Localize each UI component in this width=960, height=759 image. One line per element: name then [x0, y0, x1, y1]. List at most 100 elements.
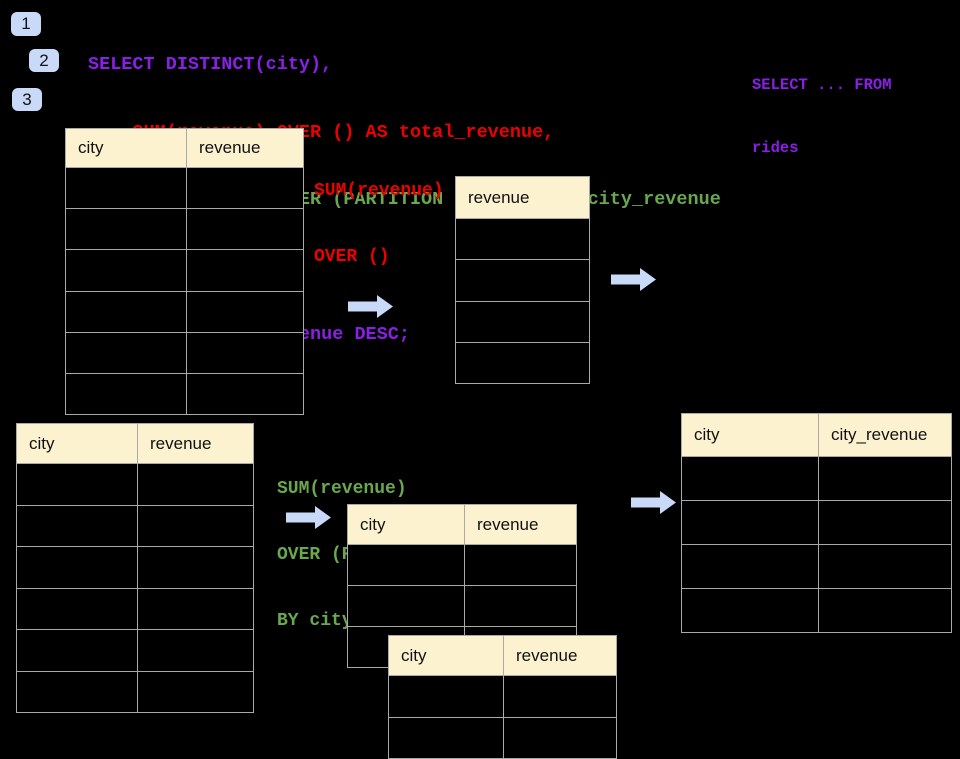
table-cell	[66, 168, 186, 208]
table-cell	[186, 373, 303, 415]
table-cell	[682, 457, 818, 500]
table-row	[682, 589, 951, 632]
table-cell	[137, 671, 253, 712]
table-cell	[66, 292, 186, 332]
column-header-revenue: revenue	[186, 129, 303, 167]
table-row	[17, 547, 253, 589]
column-header-revenue: revenue	[137, 424, 253, 463]
table-total-result: revenue	[455, 176, 590, 384]
table-cell	[17, 672, 137, 713]
label-sum-over-total: SUM(revenue) OVER ()	[314, 136, 444, 290]
table-cell	[818, 589, 951, 632]
label-total-line-2: OVER ()	[314, 247, 390, 267]
table-source-top-header: city revenue	[66, 129, 303, 168]
table-source-bottom-header: city revenue	[17, 424, 253, 464]
table-cell	[186, 209, 303, 250]
table-row	[456, 343, 589, 383]
table-cell	[389, 676, 503, 717]
table-row	[66, 291, 303, 333]
table-row	[17, 671, 253, 713]
table-cell	[503, 717, 616, 758]
table-cell	[137, 464, 253, 505]
table-cell	[818, 457, 951, 500]
table-partition-group-b: city revenue	[388, 635, 617, 759]
slide-canvas: { "colors": { "background": "#000000", "…	[11, 12, 952, 759]
step-badge-2: 2	[29, 49, 59, 72]
table-cell	[186, 168, 303, 209]
table-row	[17, 588, 253, 630]
table-cell	[456, 343, 589, 383]
table-cell	[186, 332, 303, 373]
side-note-line-2: rides	[752, 139, 799, 157]
table-row	[66, 250, 303, 292]
table-cell	[66, 250, 186, 290]
table-cell	[137, 505, 253, 546]
table-final-result-body	[682, 457, 951, 632]
table-cell	[348, 586, 464, 626]
table-cell	[137, 588, 253, 629]
table-cell	[186, 250, 303, 291]
table-cell	[66, 209, 186, 249]
table-row	[682, 545, 951, 589]
table-cell	[464, 545, 576, 585]
table-source-bottom-body	[17, 464, 253, 712]
column-header-revenue: revenue	[468, 187, 530, 207]
column-header-city: city	[401, 645, 427, 665]
step-badge-1: 1	[11, 12, 41, 36]
column-header-city: city	[694, 425, 720, 444]
table-row	[17, 630, 253, 672]
table-row	[66, 373, 303, 415]
table-cell	[66, 333, 186, 373]
table-cell	[66, 374, 186, 414]
table-cell	[348, 545, 464, 585]
table-cell	[818, 545, 951, 588]
side-note: SELECT ... FROM rides	[752, 33, 892, 180]
table-row	[682, 457, 951, 501]
table-final-result-header: city city_revenue	[682, 414, 951, 457]
table-row	[682, 501, 951, 545]
table-source-bottom: city revenue	[16, 423, 254, 713]
table-cell	[456, 260, 589, 300]
table-row	[456, 260, 589, 302]
label-total-line-1: SUM(revenue)	[314, 181, 444, 201]
table-cell	[682, 589, 818, 632]
table-cell	[503, 676, 616, 717]
table-total-result-header: revenue	[456, 177, 589, 219]
table-row	[348, 545, 576, 586]
sql-line-select: SELECT DISTINCT(city),	[88, 54, 333, 75]
column-header-city: city	[360, 514, 386, 534]
table-cell	[137, 547, 253, 588]
step-badge-3: 3	[12, 88, 42, 111]
column-header-city: city	[29, 433, 55, 453]
table-cell	[17, 547, 137, 588]
table-cell	[682, 501, 818, 544]
side-note-line-1: SELECT ... FROM	[752, 76, 892, 94]
column-header-city-revenue: city_revenue	[818, 414, 951, 456]
table-cell	[17, 630, 137, 671]
arrow-right-icon	[631, 491, 676, 514]
table-cell	[17, 464, 137, 505]
table-cell	[17, 589, 137, 630]
table-partition-b-body	[389, 676, 616, 758]
column-header-revenue: revenue	[503, 636, 616, 675]
table-partition-a-header: city revenue	[348, 505, 576, 545]
table-row	[66, 168, 303, 210]
table-source-top: city revenue	[65, 128, 304, 415]
table-cell	[17, 506, 137, 547]
table-partition-b-header: city revenue	[389, 636, 616, 676]
label-partition-line-1: SUM(revenue)	[277, 479, 407, 499]
column-header-city: city	[78, 138, 104, 157]
table-cell	[456, 302, 589, 342]
table-source-top-body	[66, 168, 303, 415]
table-row	[66, 209, 303, 251]
table-row	[66, 332, 303, 374]
table-row	[389, 717, 616, 759]
table-cell	[137, 630, 253, 671]
table-cell	[389, 718, 503, 759]
table-total-result-body	[456, 219, 589, 383]
table-final-result: city city_revenue	[681, 413, 952, 633]
table-row	[456, 219, 589, 261]
table-cell	[464, 586, 576, 626]
arrow-right-icon	[611, 268, 656, 291]
table-row	[17, 464, 253, 506]
